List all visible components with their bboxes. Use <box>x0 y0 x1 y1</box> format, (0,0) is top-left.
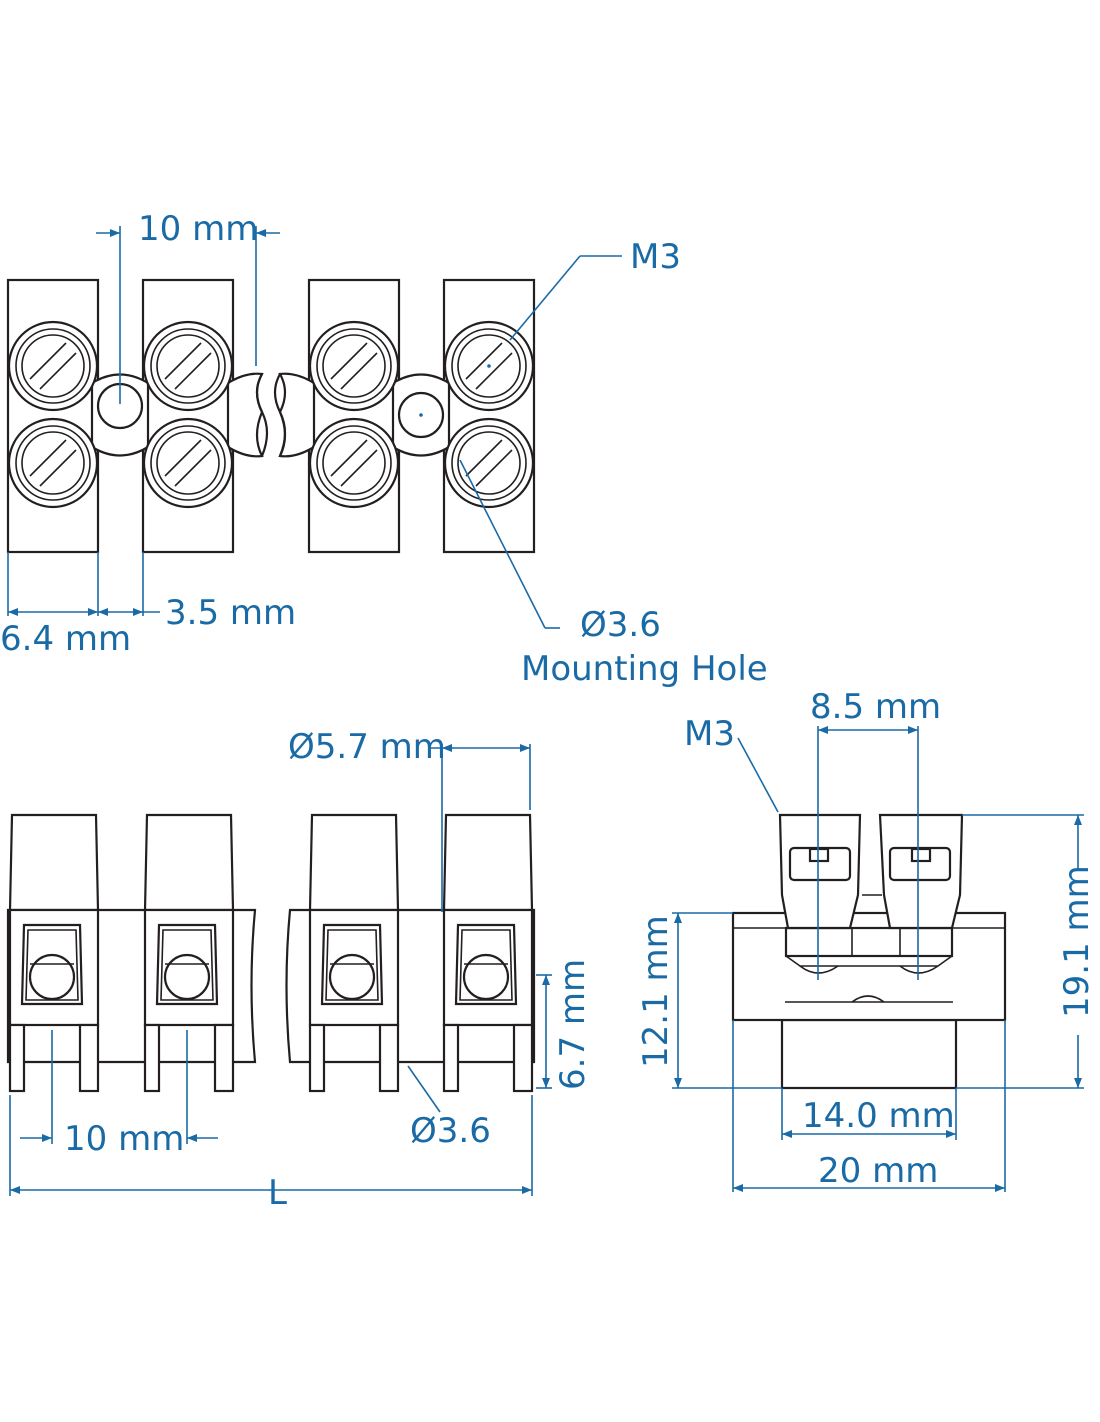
screw-icon <box>443 320 535 412</box>
mounting-hole-leader: Ø3.6 Mounting Hole <box>459 459 768 689</box>
mounting-hole-dia-label: Ø3.6 <box>580 605 661 645</box>
entry-dia-label: Ø5.7 mm <box>288 727 446 767</box>
dimension-screw-spacing: 8.5 mm <box>810 687 941 980</box>
side-view: 8.5 mm M3 12.1 mm 19.1 mm <box>636 687 1097 1192</box>
top-pitch-label: 10 mm <box>138 209 258 249</box>
m3-top-label: M3 <box>630 237 681 277</box>
terminal-module <box>143 813 235 1093</box>
mounting-hole-text-label: Mounting Hole <box>521 649 768 689</box>
dimension-entry-height: 6.7 mm <box>536 959 593 1090</box>
body-height-label: 12.1 mm <box>636 915 676 1068</box>
screw-icon <box>7 320 99 412</box>
front-view: Ø5.7 mm 6.7 mm 10 mm Ø3.6 <box>6 727 593 1213</box>
screw-icon <box>308 320 400 412</box>
pin-dia-label: Ø3.6 <box>410 1111 491 1151</box>
base-width-label: 14.0 mm <box>802 1096 955 1136</box>
gap-width-label: 3.5 mm <box>165 593 296 633</box>
bottom-pitch-label: 10 mm <box>64 1119 184 1159</box>
total-length-label: L <box>268 1173 287 1213</box>
screw-tower <box>778 813 862 930</box>
terminal-module <box>308 813 400 1093</box>
pin-dia-leader: Ø3.6 <box>407 1065 491 1151</box>
dimension-block-gap: 3.5 mm 6.4 mm <box>0 552 296 659</box>
dimension-entry-dia: Ø5.7 mm <box>288 727 531 912</box>
dimension-base-width: 14.0 mm <box>781 1088 957 1140</box>
entry-height-label: 6.7 mm <box>553 959 593 1090</box>
top-view: 10 mm M3 3.5 mm 6.4 mm Ø3.6 Mou <box>0 209 768 689</box>
block-width-label: 6.4 mm <box>0 619 131 659</box>
screw-icon <box>142 320 234 412</box>
screw-spacing-label: 8.5 mm <box>810 687 941 727</box>
terminal-module <box>8 813 100 1093</box>
dimension-bottom-pitch: 10 mm <box>20 1030 218 1159</box>
screw-icon <box>7 417 99 509</box>
screw-tower <box>878 813 964 930</box>
dimension-top-pitch: 10 mm <box>96 209 280 404</box>
dimension-total-height: 19.1 mm <box>956 814 1097 1089</box>
total-height-label: 19.1 mm <box>1057 865 1097 1018</box>
overall-width-label: 20 mm <box>818 1151 938 1191</box>
screw-icon <box>142 417 234 509</box>
screw-icon <box>443 417 535 509</box>
terminal-module <box>442 813 534 1093</box>
dimension-total-length: L <box>9 1095 533 1213</box>
m3-side-label: M3 <box>684 714 735 754</box>
m3-leader-side: M3 <box>684 714 779 813</box>
dimension-body-height: 12.1 mm <box>636 912 782 1089</box>
screw-icon <box>308 417 400 509</box>
dimension-overall-width: 20 mm <box>732 1020 1006 1192</box>
m3-leader-top: M3 <box>509 237 681 341</box>
